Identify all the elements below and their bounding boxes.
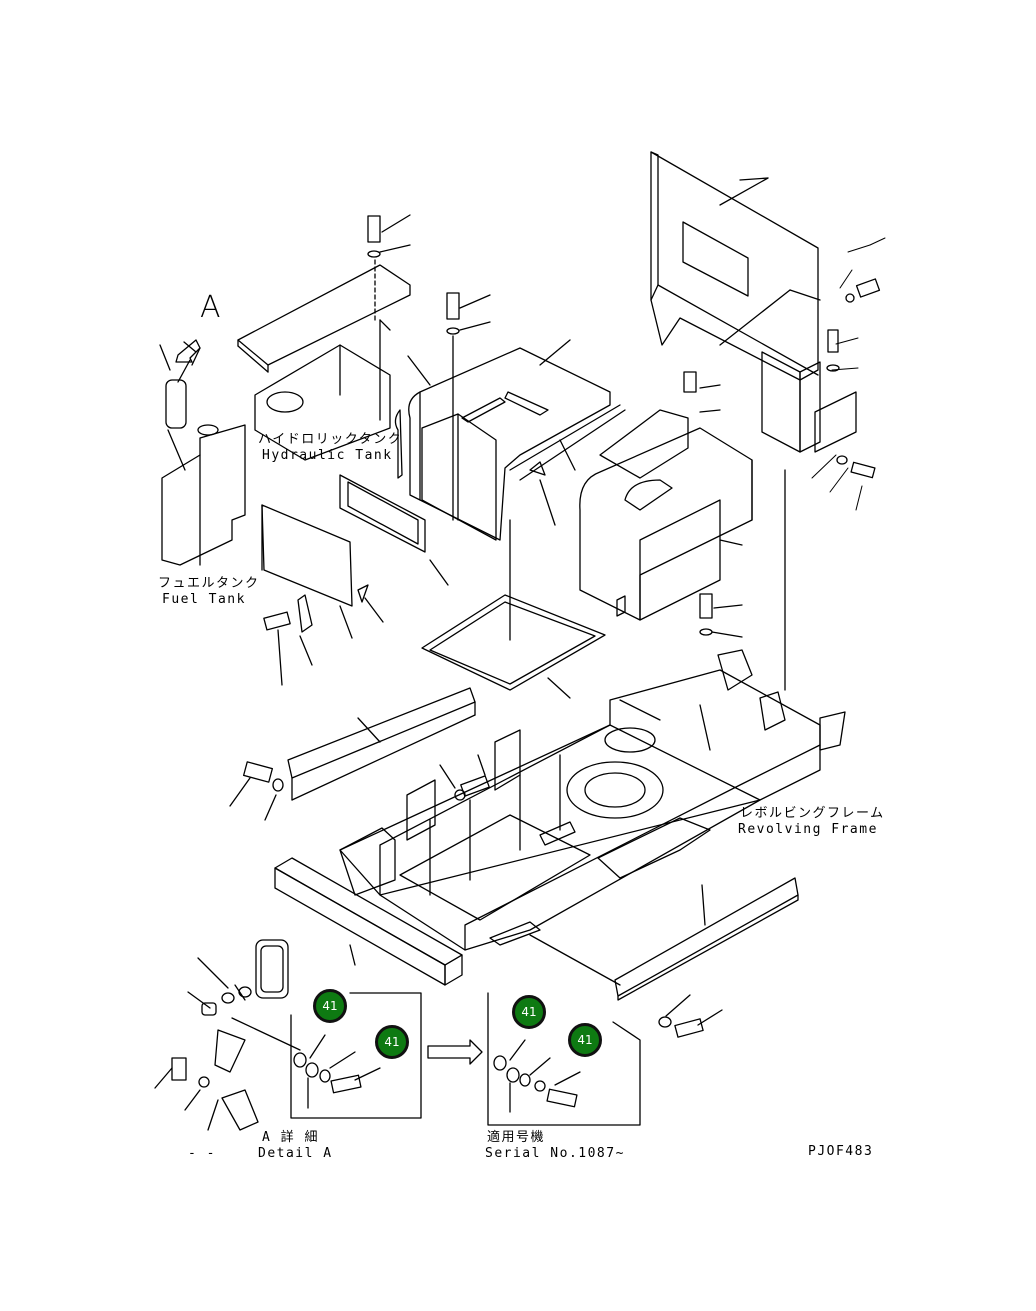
left-side-rail [287, 687, 476, 801]
bolt-washer-top-right [826, 278, 881, 479]
bolt-washer-hydraulic [367, 214, 491, 521]
rear-cover-panel [650, 151, 819, 381]
bolt-washer-right-hood [683, 371, 786, 691]
side-cover-panel [261, 504, 353, 639]
hydraulic-tank-label-en: Hydraulic Tank [262, 448, 393, 463]
callout-badge-41[interactable]: 41 [375, 1025, 409, 1059]
latch-bolts-left [263, 584, 384, 686]
revolving-frame-label-jp: レボルビングフレーム [740, 806, 885, 821]
callout-badge-41[interactable]: 41 [512, 995, 546, 1029]
detail-a-dashes: - - [188, 1146, 216, 1161]
detail-a-label-en: Detail A [258, 1146, 333, 1161]
view-a-arrow [175, 339, 201, 363]
fuel-tank-label-en: Fuel Tank [162, 592, 246, 607]
callout-badge-41[interactable]: 41 [313, 989, 347, 1023]
arrow-to-serial [427, 1039, 483, 1065]
serial-label-en: Serial No.1087~ [485, 1146, 625, 1161]
gasket-frame [339, 474, 449, 586]
view-marker-a: A [200, 290, 221, 325]
leaders-top-right [811, 237, 886, 511]
mirror-assembly [154, 939, 301, 1131]
hydraulic-tank [254, 259, 391, 461]
center-hood [394, 339, 626, 541]
callout-badge-41[interactable]: 41 [568, 1023, 602, 1057]
fuel-tank [159, 344, 246, 566]
hydraulic-tank-cover [237, 264, 411, 373]
serial-detail-box [487, 992, 641, 1126]
hydraulic-tank-label-jp: ハイドロリックタンク [258, 432, 403, 447]
serial-label-jp: 適用号機 [487, 1130, 546, 1145]
front-counter-beam [274, 857, 463, 986]
revolving-frame-label-en: Revolving Frame [738, 822, 878, 837]
bolts-frame-left [439, 754, 490, 801]
bolt-washer-left-rail [229, 761, 284, 821]
rear-cover-bracket [719, 289, 857, 453]
floor-plate [421, 519, 606, 699]
detail-a-box [290, 992, 422, 1119]
drawing-code: PJOF483 [808, 1144, 874, 1159]
fuel-tank-label-jp: フュエルタンク [158, 576, 260, 591]
detail-a-label-jp: A 詳 細 [262, 1130, 319, 1145]
right-hood [579, 384, 753, 621]
bolt-washer-right-rail [658, 994, 723, 1038]
right-side-rail [529, 877, 799, 1001]
revolving-frame [339, 649, 846, 951]
